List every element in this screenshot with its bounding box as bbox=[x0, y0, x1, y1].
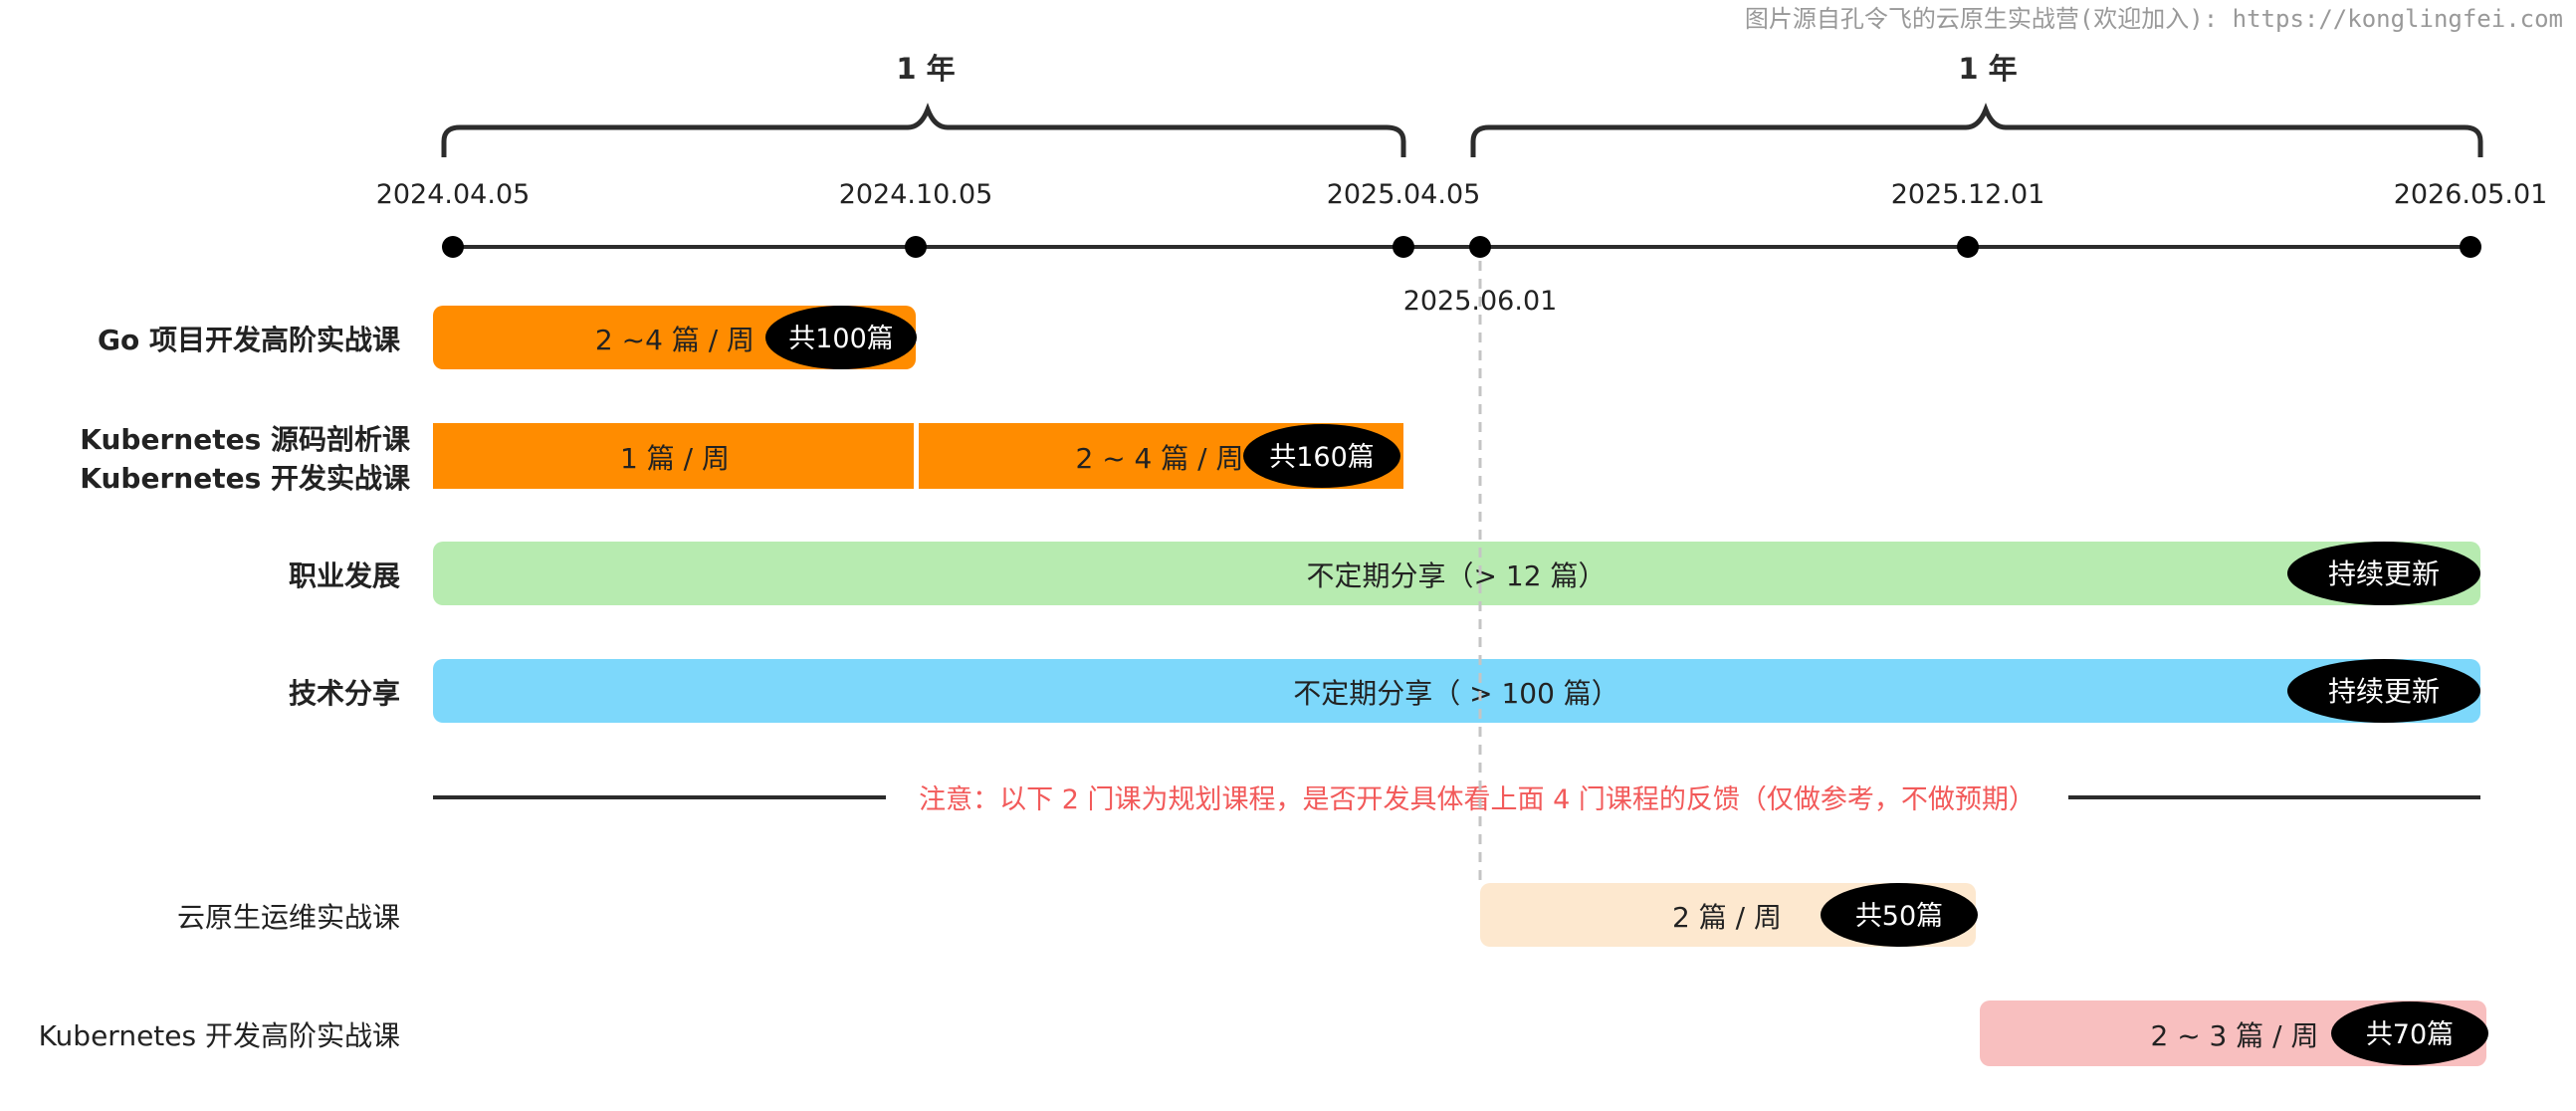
badge bbox=[2287, 542, 2480, 605]
bar-ops: 2 篇 / 周 共50篇 bbox=[1480, 883, 1978, 947]
badge-text: 共70篇 bbox=[2366, 1019, 2454, 1050]
course-label-k8s-source: Kubernetes 源码剖析课 bbox=[80, 423, 411, 456]
bar-k8s-first-text: 1 篇 / 周 bbox=[620, 442, 730, 475]
timeline-dot bbox=[1469, 236, 1491, 258]
timeline-date: 2024.10.05 bbox=[839, 179, 993, 210]
bracket-label: 1 年 bbox=[1958, 52, 2017, 86]
note-separator: 注意：以下 2 门课为规划课程，是否开发具体看上面 4 门课程的反馈（仅做参考，… bbox=[433, 784, 2480, 815]
bar-k8s: 1 篇 / 周 2 ~ 4 篇 / 周 共160篇 bbox=[433, 423, 1403, 489]
timeline-dot bbox=[2460, 236, 2481, 258]
badge-text: 共100篇 bbox=[788, 324, 894, 354]
timeline-dot bbox=[905, 236, 927, 258]
bar-ops-text: 2 篇 / 周 bbox=[1672, 901, 1782, 934]
bracket-label: 1 年 bbox=[896, 52, 955, 86]
bar-go-text: 2 ~4 篇 / 周 bbox=[595, 324, 754, 356]
bar-k8s-second-text: 2 ~ 4 篇 / 周 bbox=[1075, 442, 1243, 475]
bar-tech-fill bbox=[433, 659, 2480, 723]
bar-career: 不定期分享（> 12 篇） 持续更新 bbox=[433, 542, 2480, 605]
timeline-dot bbox=[1957, 236, 1979, 258]
bracket-shape bbox=[441, 103, 1406, 157]
bar-tech-text: 不定期分享（ > 100 篇） bbox=[1293, 677, 1619, 710]
course-label-tech: 技术分享 bbox=[289, 677, 400, 710]
bracket-year-1: 1 年 bbox=[441, 52, 1406, 157]
badge bbox=[2287, 659, 2480, 723]
note-text: 注意：以下 2 门课为规划课程，是否开发具体看上面 4 门课程的反馈（仅做参考，… bbox=[919, 784, 2036, 815]
bar-tech: 不定期分享（ > 100 篇） 持续更新 bbox=[433, 659, 2480, 723]
badge bbox=[1821, 883, 1978, 947]
course-label-ops: 云原生运维实战课 bbox=[177, 901, 400, 934]
bracket-year-2: 1 年 bbox=[1470, 52, 2483, 157]
timeline-date: 2026.05.01 bbox=[2394, 179, 2548, 210]
badge bbox=[1243, 424, 1400, 488]
badge-text: 持续更新 bbox=[2328, 557, 2440, 590]
bar-career-text: 不定期分享（> 12 篇） bbox=[1307, 559, 1607, 592]
watermark-text: 图片源自孔令飞的云原生实战营(欢迎加入): https://konglingfe… bbox=[1745, 5, 2563, 33]
badge-text: 持续更新 bbox=[2328, 675, 2440, 708]
bar-k8s-advanced-text: 2 ~ 3 篇 / 周 bbox=[2150, 1019, 2318, 1052]
bar-k8s-first-fill bbox=[433, 423, 914, 489]
course-label-career: 职业发展 bbox=[289, 559, 400, 592]
course-label-k8s-dev: Kubernetes 开发实战课 bbox=[80, 462, 411, 495]
timeline-dot bbox=[442, 236, 464, 258]
timeline-date: 2025.12.01 bbox=[1891, 179, 2045, 210]
course-label-go: Go 项目开发高阶实战课 bbox=[98, 324, 401, 356]
timeline-dot bbox=[1393, 236, 1414, 258]
bar-go: 2 ~4 篇 / 周 共100篇 bbox=[433, 306, 917, 369]
timeline: 2024.04.05 2024.10.05 2025.04.05 2025.12… bbox=[376, 179, 2548, 317]
badge-text: 共160篇 bbox=[1269, 442, 1375, 473]
badge bbox=[765, 306, 917, 369]
timeline-date: 2025.04.05 bbox=[1327, 179, 1481, 210]
bar-k8s-advanced: 2 ~ 3 篇 / 周 共70篇 bbox=[1980, 1000, 2488, 1066]
course-labels: Go 项目开发高阶实战课 Kubernetes 源码剖析课 Kubernetes… bbox=[39, 324, 411, 1052]
badge-text: 共50篇 bbox=[1855, 901, 1943, 932]
timeline-date: 2024.04.05 bbox=[376, 179, 531, 210]
bracket-shape bbox=[1470, 103, 2483, 157]
course-label-k8s-advanced: Kubernetes 开发高阶实战课 bbox=[39, 1019, 400, 1052]
bar-career-fill bbox=[433, 542, 2480, 605]
badge bbox=[2331, 1001, 2488, 1065]
